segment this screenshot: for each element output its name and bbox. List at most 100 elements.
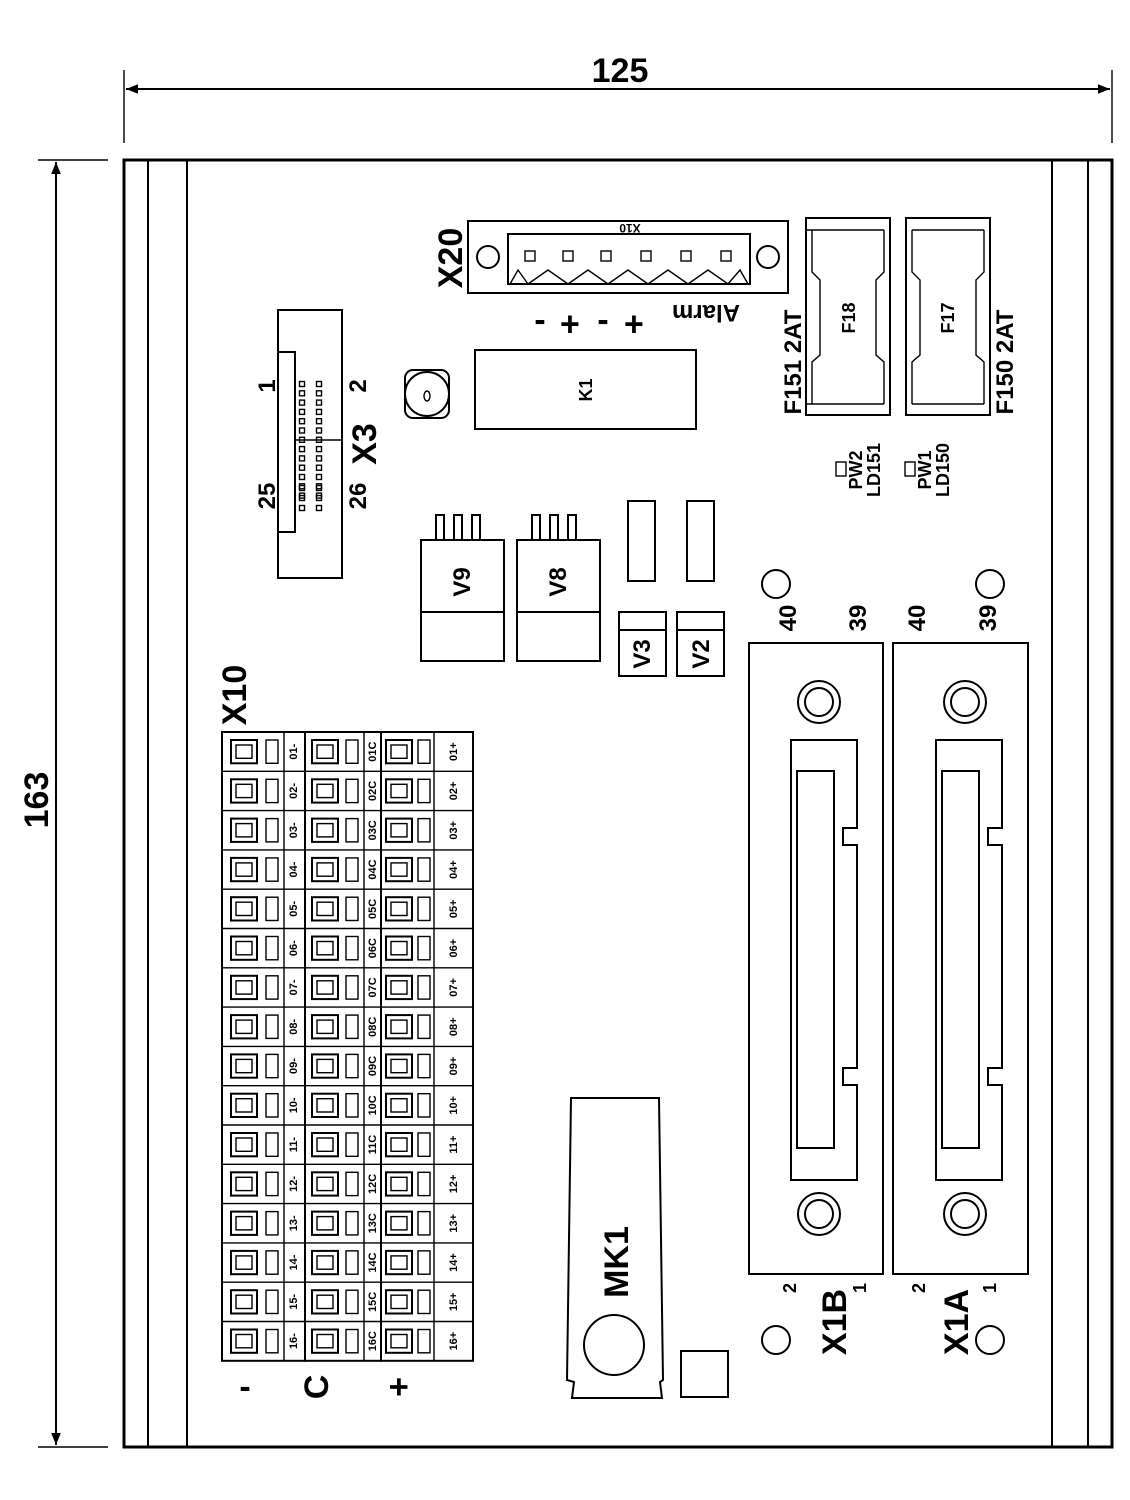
terminal-clamp-inner: [390, 822, 408, 838]
x3-pin: [298, 390, 306, 397]
led-pw1: PW1 LD150: [904, 443, 953, 497]
terminal-slot: [345, 1014, 359, 1040]
terminal-label-plus: 12+: [448, 1175, 460, 1194]
terminal-clamp-inner: [235, 1097, 253, 1113]
terminal-slot: [417, 935, 431, 961]
terminal-label-minus: 07-: [288, 979, 300, 995]
x20-pin-socket: [600, 250, 612, 262]
x3-label: X3: [346, 423, 384, 465]
terminal-label-common: 02C: [367, 781, 379, 801]
terminal-clamp: [311, 1328, 339, 1354]
terminal-clamp: [230, 778, 258, 804]
terminal-clamp-inner: [390, 1294, 408, 1310]
terminal-clamp-inner: [235, 1215, 253, 1231]
terminal-clamp: [311, 1053, 339, 1079]
terminal-clamp-inner: [390, 1058, 408, 1074]
height-value: 163: [18, 772, 56, 829]
x3-pin: [315, 484, 323, 492]
terminal-clamp-inner: [316, 980, 334, 995]
terminal-clamp-inner: [316, 1058, 334, 1074]
terminal-slot: [345, 896, 359, 922]
terminal-label-minus: 10-: [288, 1097, 300, 1113]
terminal-clamp-inner: [235, 822, 253, 838]
terminal-label-minus: 06-: [288, 940, 300, 956]
x3-pin: [298, 484, 306, 492]
led-ld150-label: LD150: [933, 443, 953, 497]
x3-pin: [315, 455, 323, 462]
terminal-clamp-inner: [316, 1097, 334, 1113]
x20-pin-label-1: -: [534, 305, 545, 343]
terminal-clamp: [230, 1328, 258, 1354]
x1a-pin-1: 1: [980, 1283, 1000, 1293]
x3-pin: [315, 380, 323, 388]
terminal-slot: [265, 1092, 279, 1118]
terminal-slot: [265, 1053, 279, 1079]
terminal-clamp-inner: [390, 783, 408, 799]
x3-pin: [315, 427, 323, 434]
terminal-clamp: [230, 1132, 258, 1158]
terminal-clamp: [385, 1014, 413, 1040]
terminal-slot: [345, 1328, 359, 1354]
terminal-clamp-inner: [316, 1176, 334, 1192]
terminal-slot: [265, 975, 279, 1000]
led-pw2: PW2 LD151: [835, 443, 884, 497]
terminal-clamp-inner: [390, 1019, 408, 1035]
x20-pin-socket: [640, 250, 652, 262]
terminal-slot: [265, 935, 279, 961]
terminal-slot: [345, 1053, 359, 1079]
terminal-label-minus: 15-: [288, 1294, 300, 1310]
x3-pin: [298, 445, 306, 453]
terminal-label-minus: 08-: [288, 1018, 300, 1034]
fuse-f18: F18 F151 2AT: [780, 217, 891, 416]
x3-pin: [315, 473, 323, 481]
terminal-label-plus: 08+: [448, 1017, 460, 1036]
terminal-slot: [417, 1210, 431, 1236]
terminal-clamp-inner: [390, 980, 408, 995]
terminal-slot: [417, 857, 431, 882]
terminal-slot: [265, 896, 279, 922]
diode-v3: V3: [618, 611, 667, 677]
terminal-label-common: 10C: [367, 1095, 379, 1115]
terminal-label-plus: 14+: [448, 1253, 460, 1272]
terminal-clamp-inner: [390, 1137, 408, 1153]
terminal-clamp-inner: [316, 1215, 334, 1231]
x20-label: X20: [432, 228, 470, 289]
diode-v2-label: V2: [688, 639, 715, 668]
terminal-label-plus: 11+: [448, 1136, 460, 1154]
x3-pin: [298, 418, 306, 425]
terminal-clamp: [311, 1289, 339, 1315]
terminal-clamp: [385, 1092, 413, 1118]
terminal-label-common: 13C: [367, 1213, 379, 1233]
terminal-clamp: [311, 1132, 339, 1158]
terminal-label-common: 04C: [367, 859, 379, 879]
x20-pin-label-3: -: [597, 305, 608, 343]
terminal-clamp: [230, 935, 258, 961]
terminal-clamp: [311, 739, 339, 765]
x3-pin: [315, 494, 323, 502]
terminal-clamp: [385, 1132, 413, 1158]
x3-pin: [298, 483, 306, 490]
terminal-slot: [265, 1132, 279, 1157]
terminal-label-minus: 11-: [288, 1137, 300, 1153]
x1a-pin-2: 2: [909, 1283, 929, 1293]
fuse-f18-id: F18: [839, 302, 859, 333]
height-dimension: 163: [18, 159, 108, 1448]
regulator-v9-label: V9: [449, 567, 476, 596]
led-pw2-label: PW2: [846, 450, 866, 489]
terminal-label-minus: 04-: [288, 861, 300, 877]
terminal-clamp-inner: [390, 1097, 408, 1113]
terminal-label-common: 14C: [367, 1252, 379, 1272]
header-x3: 1 2 25 26 X3: [254, 309, 384, 579]
x3-pin-25: 25: [254, 483, 281, 510]
terminal-column-common: C: [298, 1375, 336, 1400]
led-ld151-label: LD151: [864, 443, 884, 497]
x3-pin: [315, 436, 323, 443]
terminal-slot: [265, 1171, 279, 1197]
terminal-slot: [417, 1250, 431, 1275]
terminal-clamp: [311, 856, 339, 883]
capacitors: [627, 500, 715, 582]
terminal-clamp: [230, 1249, 258, 1276]
terminal-clamp-inner: [235, 862, 253, 877]
x1a-label: X1A: [938, 1289, 976, 1355]
terminal-label-common: 16C: [367, 1331, 379, 1351]
